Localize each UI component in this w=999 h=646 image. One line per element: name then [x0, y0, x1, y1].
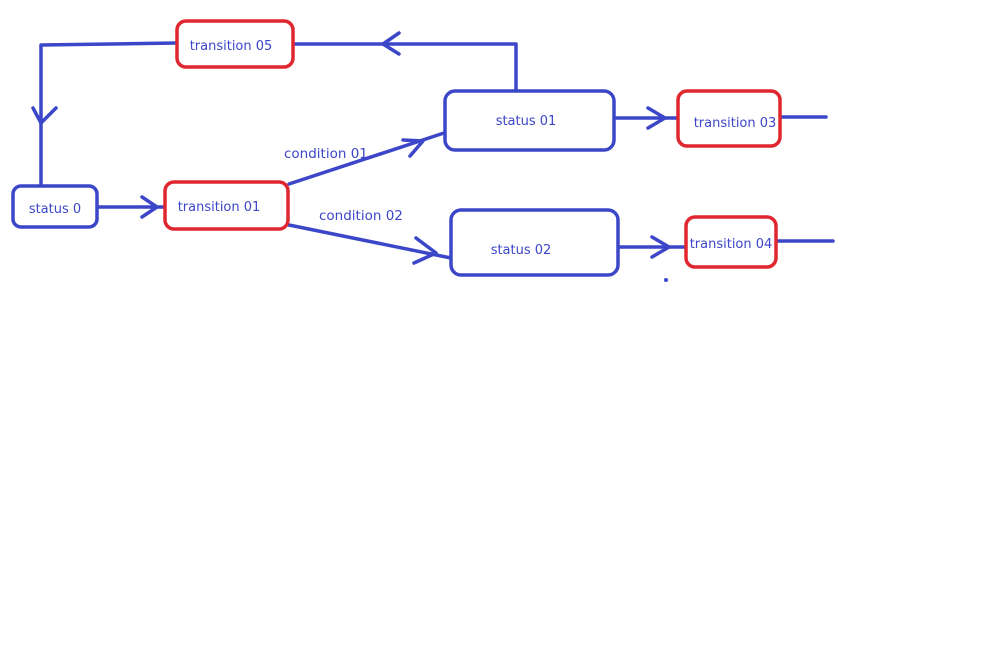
arrowhead-condition-02 — [412, 236, 438, 265]
node-status-01-label: status 01 — [496, 114, 557, 129]
arrowhead-condition-01 — [401, 138, 425, 158]
node-transition-01-box — [163, 180, 290, 231]
node-status-0-label: status 0 — [29, 202, 81, 217]
node-transition-05-box — [175, 19, 295, 69]
arrowhead-status0-to-transition01 — [140, 195, 159, 219]
node-transition-04: transition 04 — [684, 215, 778, 269]
node-transition-05: transition 05 — [175, 19, 295, 69]
node-transition-03-box — [676, 89, 782, 148]
node-status-0-box — [11, 184, 99, 229]
arrowhead-status01-to-transition03 — [646, 106, 667, 130]
node-status-0: status 0 — [11, 184, 99, 229]
nodes: status 0 transition 01 transition 05 sta… — [11, 19, 782, 277]
arrowhead-status01-to-transition05 — [381, 31, 401, 56]
node-transition-01-label: transition 01 — [178, 200, 261, 215]
node-status-01: status 01 — [443, 89, 616, 152]
node-transition-05-label: transition 05 — [190, 39, 273, 54]
edges — [31, 31, 835, 265]
node-transition-04-box — [684, 215, 778, 269]
arrowhead-status02-to-transition04 — [650, 235, 671, 259]
edge-label-condition-01: condition 01 — [284, 146, 368, 162]
node-transition-04-label: transition 04 — [690, 237, 773, 252]
edge-condition-02 — [287, 223, 453, 260]
node-status-02: status 02 — [449, 208, 620, 277]
node-status-02-label: status 02 — [491, 243, 552, 258]
edge-transition05-to-status0 — [39, 41, 179, 186]
arrowhead-transition05-to-status0 — [31, 106, 58, 125]
node-transition-03-label: transition 03 — [694, 116, 777, 131]
edge-label-condition-02: condition 02 — [319, 208, 403, 224]
stray-dot — [664, 278, 668, 282]
node-transition-01: transition 01 — [163, 180, 290, 231]
node-transition-03: transition 03 — [676, 89, 782, 148]
node-status-02-box — [449, 208, 620, 277]
edge-status01-to-transition05 — [291, 42, 518, 93]
node-status-01-box — [443, 89, 616, 152]
